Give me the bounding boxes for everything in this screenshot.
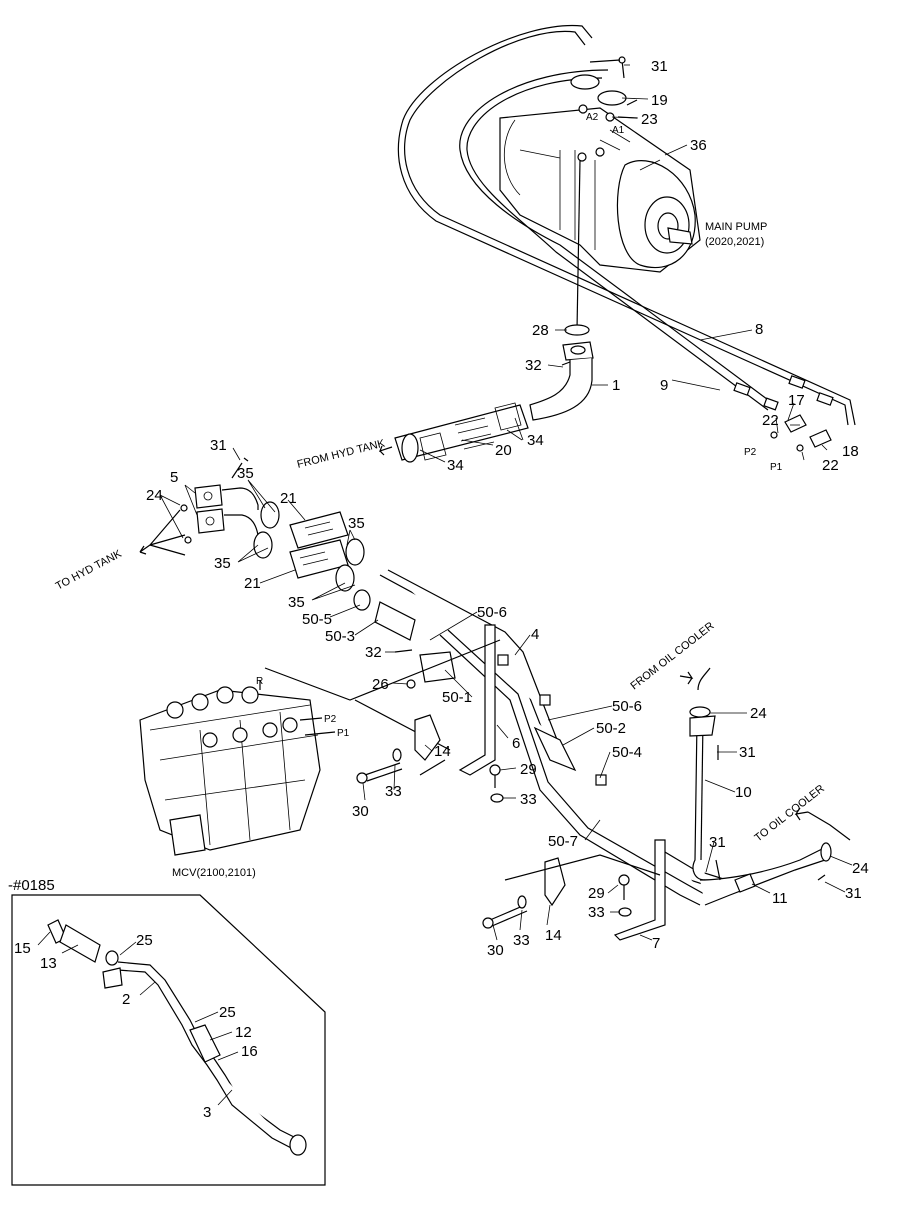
callout-24b: 24 [750,705,767,722]
callout-50-1: 50-1 [442,689,472,706]
callout-26: 26 [372,676,389,693]
callout-50-5: 50-5 [302,611,332,628]
main-pump-label: MAIN PUMP [705,221,767,233]
callout-36: 36 [690,137,707,154]
port-p2-mcv-label: P2 [324,714,337,725]
callout-29b: 29 [588,885,605,902]
callout-20: 20 [495,442,512,459]
from-oil-cooler-label: FROM OIL COOLER [628,620,716,692]
main-pump: MAIN PUMP (2020,2021) A2 A1 [499,107,767,273]
callout-33b: 33 [385,783,402,800]
return-assembly: TO HYD TANK [54,457,365,593]
callout-12: 12 [235,1024,252,1041]
callout-33d: 33 [588,904,605,921]
callout-30a: 30 [352,803,369,820]
callout-leaders [37,64,853,1106]
to-hyd-tank-label: TO HYD TANK [54,548,124,593]
callout-22b: 22 [822,457,839,474]
callout-50-3: 50-3 [325,628,355,645]
callout-29a: 29 [520,761,537,778]
callout-33a: 33 [520,791,537,808]
inset-serial-box: -#0185 [8,877,326,1186]
callout-32b: 32 [365,644,382,661]
callout-50-6a: 50-6 [477,604,507,621]
callout-24a: 24 [146,487,163,504]
callout-34a: 34 [527,432,544,449]
port-r-label: R [256,676,263,687]
callout-21a: 21 [280,490,297,507]
callout-17: 17 [788,392,805,409]
callout-28: 28 [532,322,549,339]
callout-50-7: 50-7 [548,833,578,850]
callout-6: 6 [512,735,520,752]
callout-25a: 25 [136,932,153,949]
callout-1: 1 [612,377,620,394]
main-pump-model: (2020,2021) [705,236,764,248]
callout-50-6b: 50-6 [612,698,642,715]
top-fittings: P2 P1 [744,414,832,473]
callout-14a: 14 [434,743,451,760]
callout-25b: 25 [219,1004,236,1021]
mcv-label: MCV(2100,2101) [172,867,256,879]
callout-13: 13 [40,955,57,972]
serial-label: -#0185 [8,877,55,894]
callout-16: 16 [241,1043,258,1060]
callout-10: 10 [735,784,752,801]
callout-31e: 31 [845,885,862,902]
callout-35a: 35 [237,465,254,482]
port-a1-label: A1 [612,125,625,136]
port-p1-label: P1 [770,462,783,473]
callout-33c: 33 [513,932,530,949]
callout-30b: 30 [487,942,504,959]
callout-31c: 31 [739,744,756,761]
callout-9: 9 [660,377,668,394]
callout-5: 5 [170,469,178,486]
pressure-piping [353,569,734,941]
callout-22a: 22 [762,412,779,429]
callout-35b: 35 [348,515,365,532]
callout-19: 19 [651,92,668,109]
callout-3: 3 [203,1104,211,1121]
callout-35d: 35 [288,594,305,611]
callout-labels: 31 19 23 36 8 9 1 28 32 17 22 18 22 34 2… [14,58,869,1121]
callout-2: 2 [122,991,130,1008]
port-p1-mcv-label: P1 [337,728,350,739]
callout-50-4: 50-4 [612,744,642,761]
callout-7: 7 [652,935,660,952]
callout-50-2: 50-2 [596,720,626,737]
callout-32a: 32 [525,357,542,374]
mcv-valve: R P2 P1 MCV(2100,2101) [139,639,501,879]
port-p2-label: P2 [744,447,757,458]
callout-18: 18 [842,443,859,460]
callout-8: 8 [755,321,763,338]
callout-31: 31 [651,58,668,75]
callout-11: 11 [772,890,788,907]
callout-4: 4 [531,626,539,643]
from-hyd-tank-label: FROM HYD TANK [296,437,387,471]
callout-24c: 24 [852,860,869,877]
callout-15: 15 [14,940,31,957]
hose-8-9 [397,24,856,426]
callout-35c: 35 [214,555,231,572]
to-oil-cooler-label: TO OIL COOLER [752,783,826,845]
callout-23: 23 [641,111,658,128]
bolts-and-clips [356,714,661,929]
callout-21b: 21 [244,575,261,592]
callout-31b: 31 [210,437,227,454]
callout-31d: 31 [709,834,726,851]
callout-14b: 14 [545,927,562,944]
callout-34b: 34 [447,457,464,474]
port-a2-label: A2 [586,112,599,123]
